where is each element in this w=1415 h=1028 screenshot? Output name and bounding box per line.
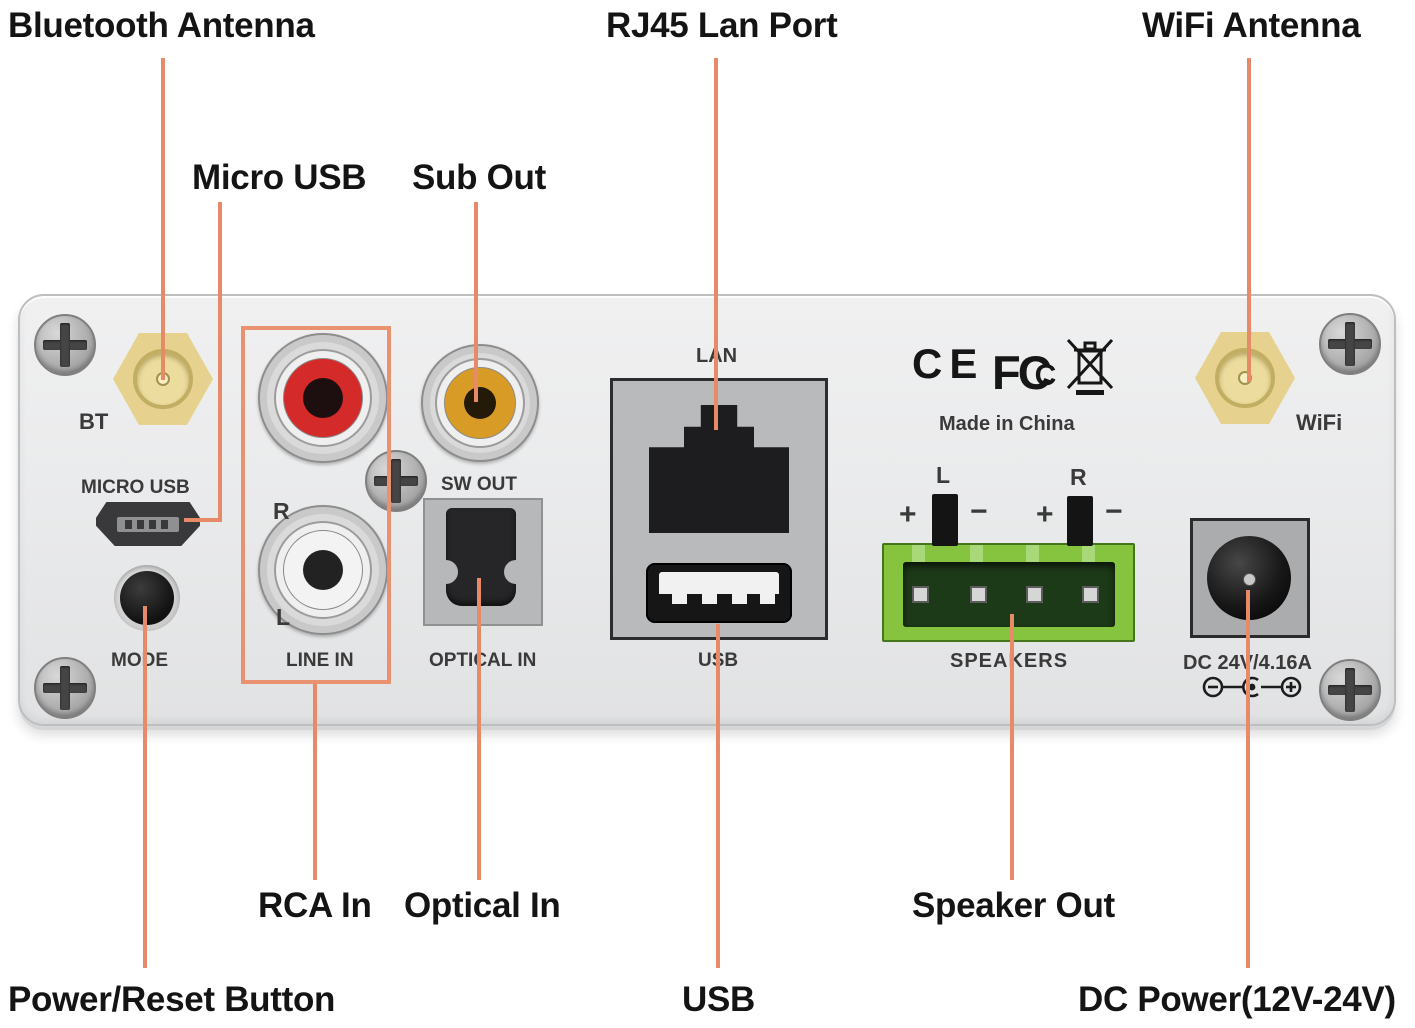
leader-bluetooth [161,58,165,380]
annotation-speaker-out: Speaker Out [912,886,1115,925]
annotation-usb: USB [682,980,755,1019]
annotation-micro-usb: Micro USB [192,158,367,197]
rca-hole-icon [464,387,496,419]
terminal-slot-icon [912,545,925,562]
made-in-china-label: Made in China [939,413,1075,435]
mode-button-bezel [114,565,180,631]
rca-in-bracket [241,326,391,684]
minus-sign: − [970,495,988,528]
usb-contact-icon [672,594,687,604]
terminal-pin-icon [1026,586,1043,603]
plus-sign: + [899,498,917,531]
annotation-dc-power: DC Power(12V-24V) [1078,980,1396,1019]
annotation-optical-in: Optical In [404,886,561,925]
usb-port [646,563,792,623]
toslink-notch-icon [434,560,458,584]
usb-contact-icon [732,594,747,604]
leader-micro-usb [218,202,222,522]
lan-usb-block [610,378,828,640]
terminal-pin-icon [1082,586,1099,603]
speaker-terminal-tab [1067,496,1093,546]
rca-l-label: L [276,604,291,630]
rca-red-ring-icon [283,358,363,438]
ce-mark: CE [912,340,985,387]
speaker-terminal-block [882,543,1135,642]
minus-sign: − [1105,495,1123,528]
terminal-pin-icon [912,586,929,603]
rca-jack-left [258,505,388,635]
toslink-icon [434,508,528,606]
mode-label: MODE [111,650,168,671]
screw-icon [365,450,427,512]
speakers-label: SPEAKERS [950,650,1068,673]
annotation-rj45-lan-port: RJ45 Lan Port [606,6,838,45]
fcc-letter: C [1034,358,1057,392]
rca-white-ring-icon [283,530,363,610]
rca-jack-right [258,333,388,463]
weee-bin-icon [1066,338,1114,395]
dc-polarity-icon [1202,676,1302,698]
sub-out-jack [421,344,539,462]
leader-rca-in [313,684,317,880]
rca-ring-icon [274,349,372,447]
dc-pin-icon [1243,573,1256,586]
annotation-rca-in: RCA In [258,886,372,925]
optical-in-port [423,498,543,626]
rca-ring-icon [435,358,525,448]
screw-icon [1319,659,1381,721]
leader-micro-usb-elbow [184,518,222,522]
screw-icon [34,314,96,376]
rca-ring-icon [274,521,372,619]
rca-hole-icon [303,550,343,590]
screw-icon [34,657,96,719]
speaker-terminal-tab [932,494,958,546]
speaker-r-label: R [1070,464,1087,490]
bt-port-label: BT [79,409,109,434]
leader-speaker-out [1010,614,1014,880]
optical-in-port-label: OPTICAL IN [429,650,537,671]
line-in-label: LINE IN [286,650,354,671]
usb-contact-icon [149,520,156,529]
terminal-slot-icon [970,545,983,562]
toslink-notch-icon [504,560,528,584]
micro-usb-port [96,502,200,546]
annotation-bluetooth-antenna: Bluetooth Antenna [8,6,315,45]
usb-contact-icon [161,520,168,529]
annotation-power-reset: Power/Reset Button [8,980,336,1019]
rca-hole-icon [303,378,343,418]
leader-sub-out [474,202,478,402]
leader-optical-in [477,578,481,880]
terminal-slot-icon [1082,545,1095,562]
speaker-l-label: L [936,462,951,488]
usb-contact-icon [760,594,775,604]
annotation-sub-out: Sub Out [412,158,546,197]
rca-r-label: R [273,498,290,524]
micro-usb-port-label: MICRO USB [81,477,190,498]
fcc-mark: F C C [992,345,1056,400]
plus-sign: + [1036,498,1054,531]
usb-tongue-icon [659,572,779,594]
micro-usb-slot-icon [117,517,179,532]
sw-out-label: SW OUT [441,474,517,495]
fcc-letter: C [1017,346,1052,399]
usb-contact-icon [137,520,144,529]
annotation-wifi-antenna: WiFi Antenna [1142,6,1361,45]
terminal-slot-icon [1026,545,1039,562]
terminal-cavity [903,562,1115,627]
mode-power-reset-button [120,571,174,625]
rca-amber-ring-icon [444,367,516,439]
fcc-letter: F [992,346,1021,399]
wifi-port-label: WiFi [1296,410,1343,435]
screw-icon [1319,313,1381,375]
leader-usb [716,624,720,968]
usb-contact-icon [702,594,717,604]
usb-contact-icon [125,520,132,529]
terminal-pin-icon [970,586,987,603]
leader-power-reset [143,606,147,968]
dc-power-jack [1190,518,1310,638]
leader-rj45 [714,58,718,430]
leader-dc-power [1246,590,1250,968]
rj45-port [649,405,789,533]
leader-wifi [1247,58,1251,382]
